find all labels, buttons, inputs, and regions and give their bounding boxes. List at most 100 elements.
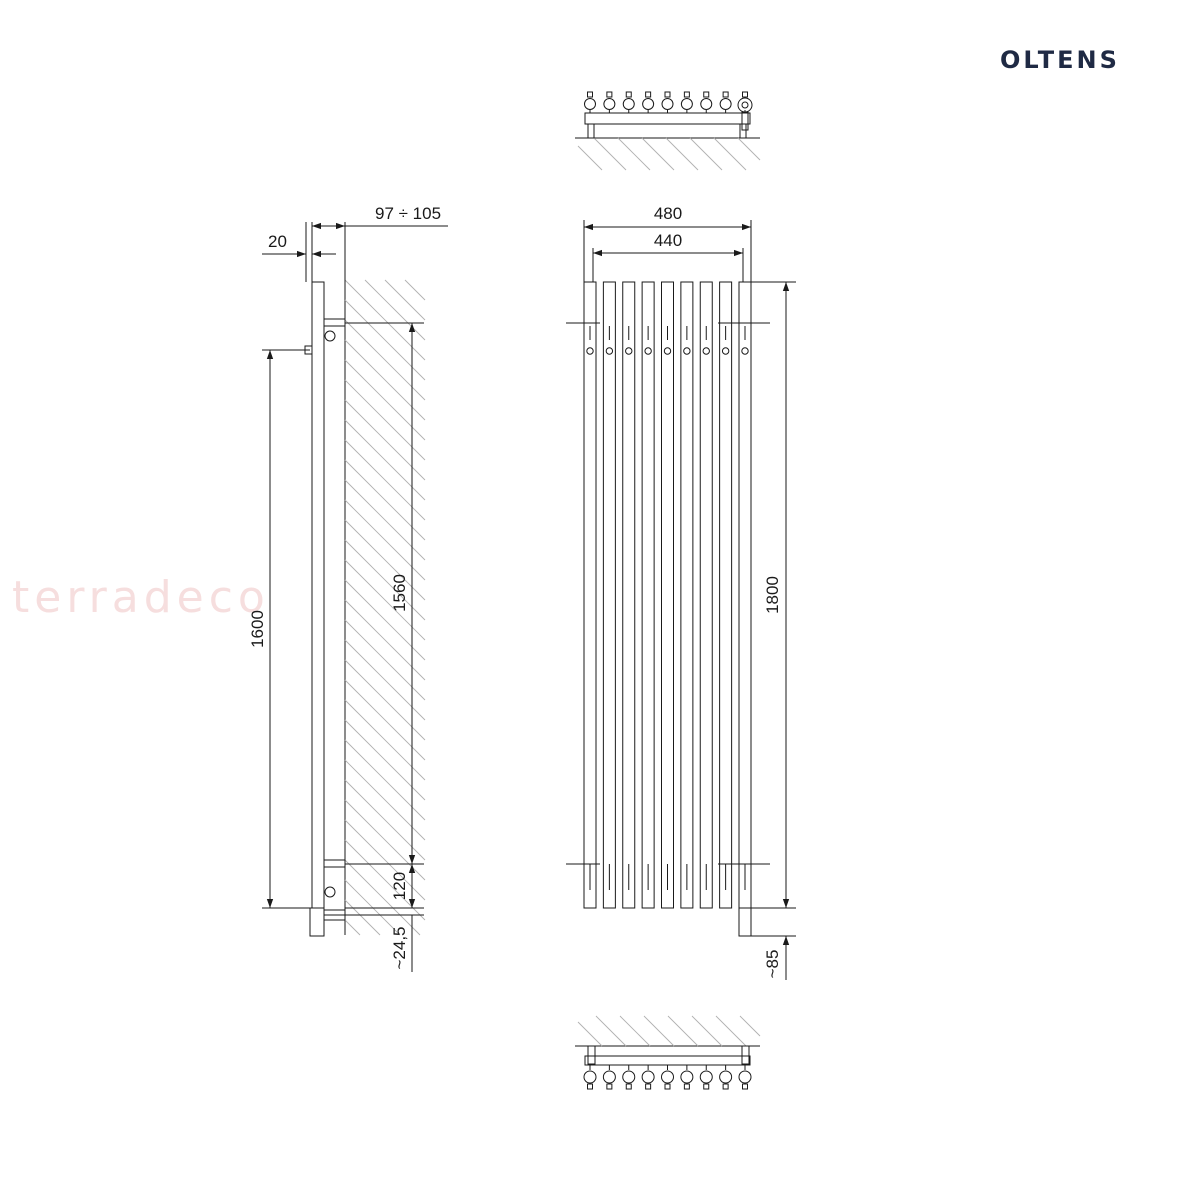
dim-side-tube-depth: 20 bbox=[268, 232, 287, 251]
hatch-line bbox=[344, 719, 426, 801]
valve-cap bbox=[664, 1083, 671, 1090]
front-tube bbox=[738, 281, 752, 909]
hatch-line bbox=[344, 899, 381, 936]
hatch-line bbox=[344, 659, 426, 741]
hatch-line bbox=[344, 419, 426, 501]
hatch-line bbox=[344, 359, 426, 441]
front-tube bbox=[641, 281, 655, 909]
hatch-line bbox=[344, 519, 426, 601]
hatch-line bbox=[344, 379, 426, 461]
hatch-line bbox=[715, 1015, 747, 1047]
valve-cap bbox=[625, 91, 632, 98]
front-tube bbox=[622, 281, 636, 909]
valve-cap bbox=[722, 1083, 729, 1090]
hatch-line bbox=[344, 319, 426, 401]
valve-knob bbox=[680, 98, 693, 110]
front-valve bbox=[738, 907, 752, 937]
top-view-collector bbox=[584, 112, 751, 125]
valve-knob bbox=[680, 1070, 694, 1084]
valve-knob bbox=[661, 1070, 674, 1084]
thermostatic-valve bbox=[737, 97, 753, 113]
valve-knob bbox=[719, 1070, 733, 1084]
valve-cap bbox=[606, 1083, 613, 1090]
front-tube bbox=[661, 281, 674, 909]
top-view-valves bbox=[584, 91, 753, 131]
tube-vent-marker bbox=[625, 347, 633, 355]
valve-knob bbox=[642, 98, 655, 110]
front-tube bbox=[699, 281, 713, 909]
hatch-line bbox=[404, 279, 426, 301]
hatch-line bbox=[344, 739, 426, 821]
valve-cap bbox=[606, 91, 613, 98]
valve-knob bbox=[661, 98, 674, 110]
hatch-line bbox=[384, 279, 426, 321]
side-bottom-bracket bbox=[323, 859, 346, 868]
bottom-view-valves bbox=[583, 1065, 752, 1090]
hatch-line bbox=[344, 819, 426, 901]
hatch-line bbox=[595, 1015, 627, 1047]
valve-knob bbox=[719, 98, 732, 110]
hatch-line bbox=[344, 699, 426, 781]
hatch-line bbox=[593, 137, 627, 171]
bottom-view bbox=[575, 1015, 761, 1090]
hatch-line bbox=[344, 859, 421, 936]
dim-total-height: 1800 bbox=[763, 576, 782, 614]
side-view bbox=[262, 222, 448, 972]
valve-cap bbox=[683, 91, 690, 98]
watermark: terradeco bbox=[12, 572, 270, 623]
tube-vent-marker bbox=[683, 347, 691, 355]
hatch-line bbox=[344, 579, 426, 661]
valve-cap bbox=[645, 1083, 652, 1090]
tube-vent-marker bbox=[721, 347, 730, 355]
side-top-bracket bbox=[323, 318, 346, 327]
hatch-line bbox=[691, 1015, 723, 1047]
hatch-line bbox=[344, 639, 426, 721]
top-view-wall-hatch bbox=[577, 137, 761, 171]
hatch-line bbox=[344, 439, 426, 521]
dim-mounting-spacing: 1560 bbox=[390, 574, 409, 612]
hatch-line bbox=[577, 1021, 603, 1047]
hatch-line bbox=[344, 619, 426, 701]
valve-cap bbox=[722, 91, 729, 98]
hatch-line bbox=[737, 137, 761, 161]
hatch-line bbox=[344, 799, 426, 881]
hatch-line bbox=[344, 279, 426, 361]
front-tube bbox=[583, 281, 597, 909]
valve-knob bbox=[622, 1070, 636, 1084]
valve-knob bbox=[602, 1070, 616, 1084]
bottom-view-collector bbox=[584, 1055, 751, 1066]
hatch-line bbox=[665, 137, 699, 171]
valve-cap bbox=[587, 91, 593, 98]
hatch-line bbox=[643, 1015, 675, 1047]
tube-vent-marker bbox=[644, 347, 652, 355]
hatch-line bbox=[344, 499, 426, 581]
valve-knob bbox=[603, 98, 616, 110]
brand-logo: OLTENS bbox=[1000, 46, 1120, 74]
side-tube bbox=[311, 281, 325, 909]
hatch-line bbox=[344, 459, 426, 541]
hatch-line bbox=[344, 399, 426, 481]
valve-cap bbox=[587, 1083, 593, 1090]
dim-height-side: 1600 bbox=[248, 610, 267, 648]
dim-bottom-offset: 120 bbox=[390, 872, 409, 900]
hatch-line bbox=[577, 145, 603, 171]
valve-knob bbox=[699, 1070, 713, 1084]
front-tubes bbox=[583, 281, 752, 909]
valve-cap bbox=[703, 1083, 710, 1090]
front-tube bbox=[602, 281, 616, 909]
side-wall-hatch bbox=[344, 279, 426, 936]
dim-valve-drop: ~85 bbox=[763, 950, 782, 979]
side-bottom-connector bbox=[309, 907, 325, 937]
valve-knob bbox=[584, 98, 596, 110]
valve-knob bbox=[583, 1070, 597, 1084]
dim-total-width: 480 bbox=[654, 204, 682, 223]
valve-body bbox=[741, 111, 749, 131]
valve-cap bbox=[645, 91, 652, 98]
bottom-view-wall-hatch bbox=[577, 1015, 761, 1047]
hatch-line bbox=[689, 137, 723, 171]
front-view bbox=[566, 220, 796, 980]
hatch-line bbox=[713, 137, 747, 171]
valve-knob bbox=[738, 1070, 752, 1084]
hatch-line bbox=[344, 559, 426, 641]
